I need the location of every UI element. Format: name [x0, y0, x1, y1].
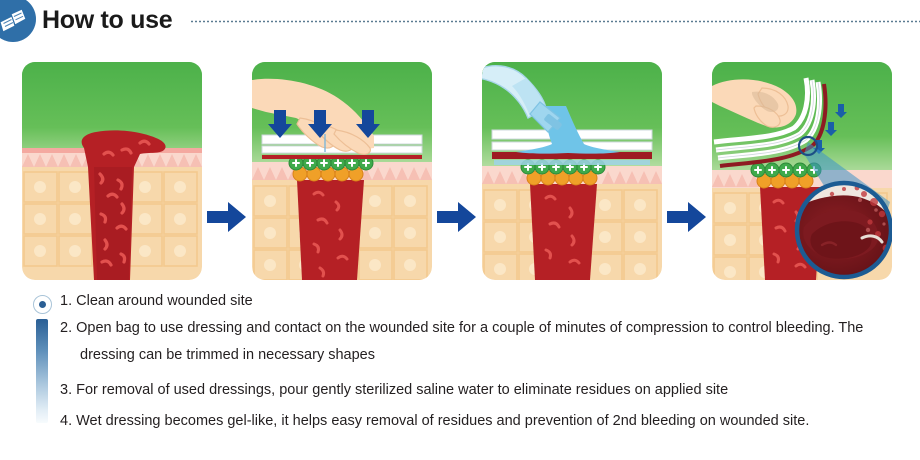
step-item-2: 2. Open bag to use dressing and contact … [60, 320, 864, 336]
hand-pressing-dressing-illustration [252, 62, 432, 280]
page-header: How to use [0, 0, 920, 48]
step-progress-bar [36, 319, 48, 423]
hand-peeling-dressing-illustration [712, 62, 892, 280]
header-divider-dots [190, 20, 920, 23]
bottle-pouring-saline-illustration [482, 62, 662, 280]
arrow-right-icon [207, 200, 247, 234]
panel-remove-dressing [712, 62, 892, 280]
step-item-1: 1. Clean around wounded site [60, 293, 253, 309]
panel-pour-saline [482, 62, 662, 280]
bleeding-wound-cross-section-illustration [22, 62, 202, 280]
panel-clean-wound [22, 62, 202, 280]
arrow-right-icon [667, 200, 707, 234]
step-item-2-continued: dressing can be trimmed in necessary sha… [80, 347, 375, 363]
arrow-right-icon [437, 200, 477, 234]
illustration-panels [0, 62, 920, 284]
step-list-bullet-icon [33, 295, 52, 314]
panel-apply-dressing [252, 62, 432, 280]
page-title: How to use [42, 6, 173, 34]
step-item-4: 4. Wet dressing becomes gel-like, it hel… [60, 413, 810, 429]
step-item-3: 3. For removal of used dressings, pour g… [60, 382, 729, 398]
dressing-book-icon [0, 0, 36, 42]
instruction-steps: 1. Clean around wounded site 2. Open bag… [0, 292, 920, 460]
